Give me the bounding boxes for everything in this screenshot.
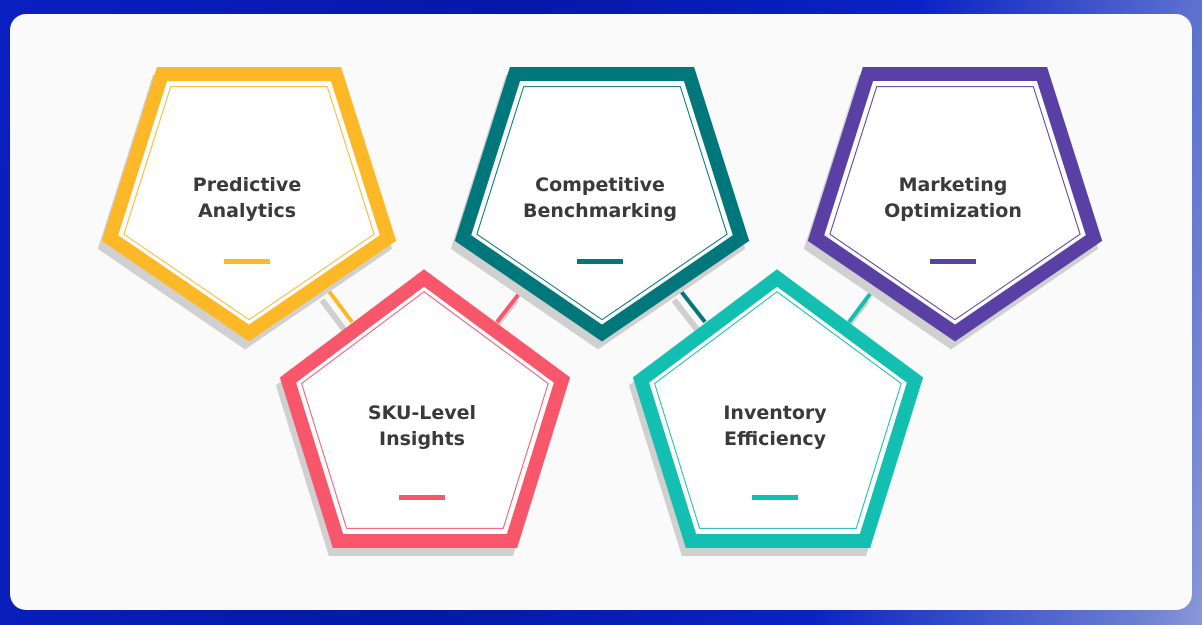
item-label-line1: SKU-Level	[367, 402, 477, 424]
connector-shadow	[671, 298, 702, 334]
pentagon-inner-line	[476, 86, 728, 321]
connector-line	[678, 288, 707, 324]
connector-shadow	[319, 298, 349, 334]
pentagon-inner-line	[654, 291, 902, 529]
item-label-line1: Predictive	[192, 174, 302, 196]
accent-dash	[930, 259, 976, 264]
accent-dash	[224, 259, 270, 264]
item-label-line2: Optimization	[884, 200, 1022, 222]
pentagon-frame	[454, 67, 750, 342]
item-label-line2: Insights	[379, 428, 465, 450]
pentagon-frame	[279, 269, 571, 548]
pentagon-frame	[632, 269, 924, 548]
item-label-line2: Analytics	[197, 200, 297, 222]
accent-dash	[752, 495, 798, 500]
connector-line	[847, 288, 875, 324]
pentagon-diagram	[97, 67, 1103, 556]
accent-dash	[577, 259, 623, 264]
pentagon-frame	[101, 67, 397, 342]
item-label-line1: Marketing	[898, 174, 1008, 196]
item-label-line1: Competitive	[535, 174, 665, 196]
pentagon-inner-line	[123, 86, 375, 321]
pentagon-inner-line	[829, 86, 1081, 321]
pentagon-inner-line	[301, 291, 549, 529]
connector-line	[326, 288, 354, 324]
item-label-line1: Inventory	[723, 402, 827, 424]
item-label-line2: Efficiency	[723, 428, 826, 450]
connector-line	[495, 288, 524, 324]
pentagon-frame	[807, 67, 1103, 342]
accent-dash	[399, 495, 445, 500]
item-label-line2: Benchmarking	[523, 200, 677, 222]
